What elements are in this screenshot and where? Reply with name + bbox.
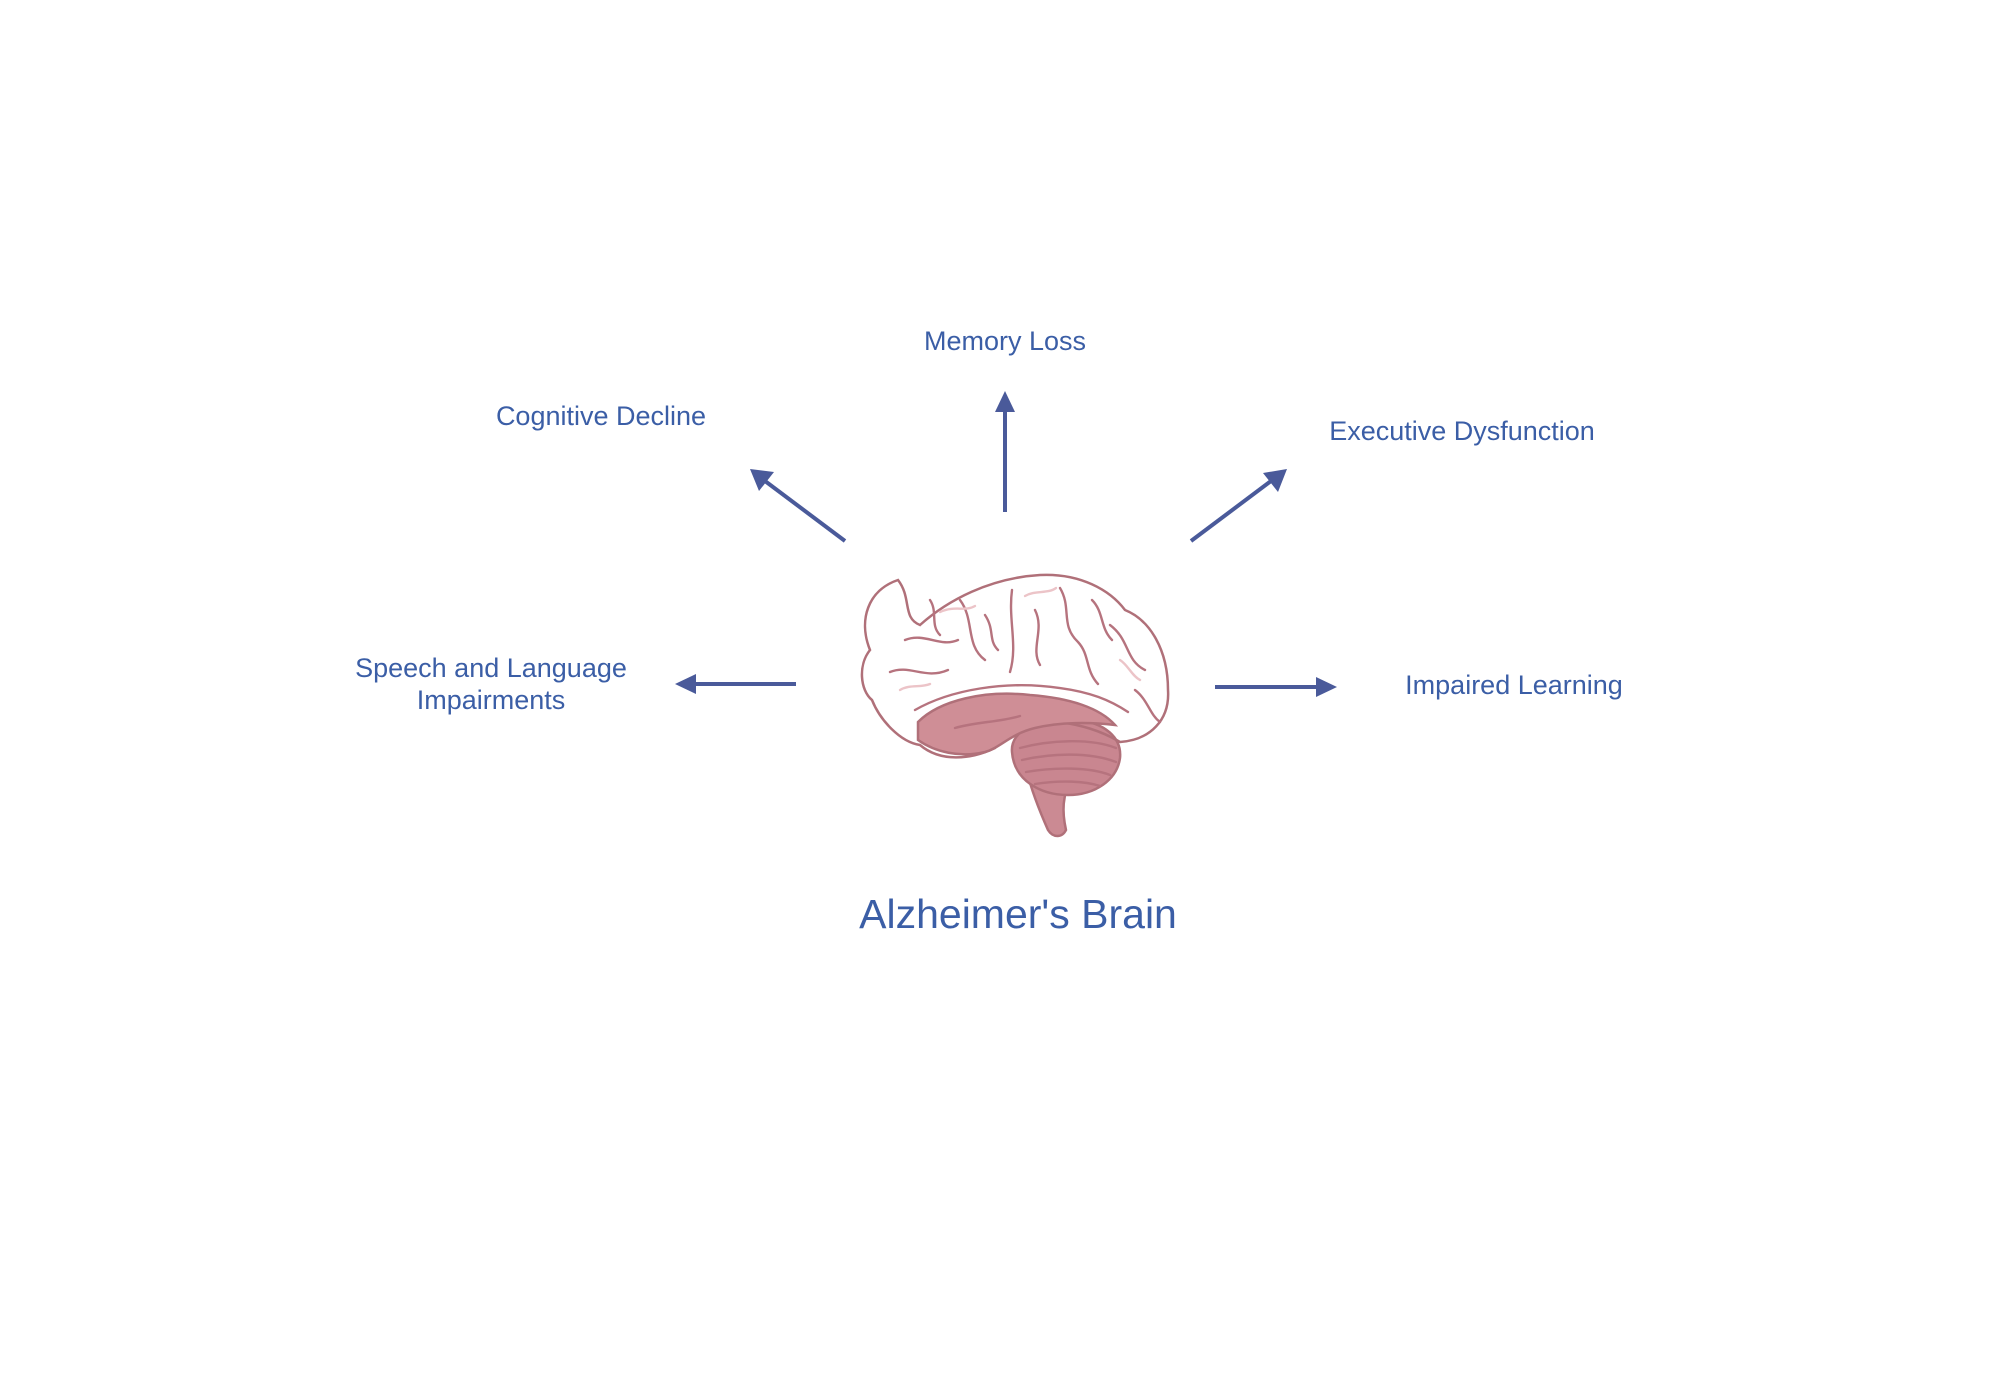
brain-highlights [898, 586, 1142, 692]
label-executive-dysfunction: Executive Dysfunction [1329, 416, 1595, 446]
arrow-up-left-icon [750, 469, 847, 543]
label-impaired-learning: Impaired Learning [1405, 670, 1623, 700]
arrow-up-icon [995, 391, 1015, 512]
arrow-up-right-icon [1189, 469, 1287, 543]
label-cognitive-decline: Cognitive Decline [496, 401, 706, 431]
page-title: Alzheimer's Brain [859, 891, 1177, 937]
label-speech-language-line1: Speech and Language [355, 653, 627, 683]
label-memory-loss: Memory Loss [924, 326, 1086, 356]
brain-icon [860, 573, 1170, 838]
arrow-left-icon [675, 674, 796, 694]
label-speech-language-line2: Impairments [417, 685, 566, 715]
cerebellum-folds [1018, 740, 1118, 788]
arrow-right-icon [1215, 677, 1337, 697]
brain-gyri [888, 586, 1162, 730]
